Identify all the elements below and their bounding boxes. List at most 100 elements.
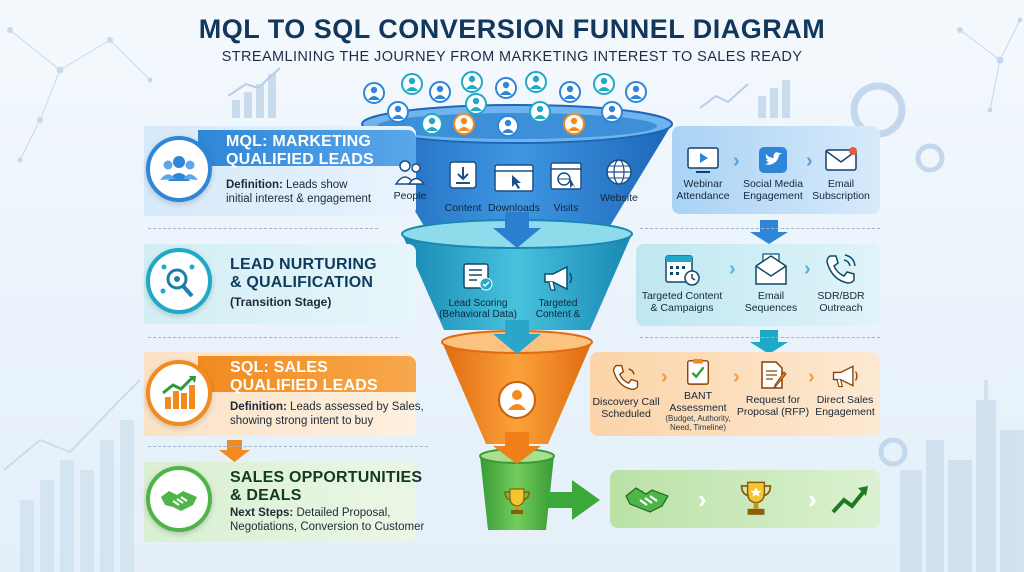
megaphone-icon xyxy=(544,265,573,291)
mql-item-email: Email Subscription xyxy=(808,146,874,202)
handshake-icon xyxy=(161,491,197,511)
separator-1 xyxy=(148,228,378,229)
webinar-screen-icon xyxy=(687,147,719,173)
bant-checklist-icon xyxy=(687,358,709,385)
stage-nurture-title: LEAD NURTURING & QUALIFICATION xyxy=(230,256,377,291)
chevron-right-icon: › xyxy=(806,150,813,172)
lead-avatar-icon xyxy=(401,73,423,95)
mql-item-webinar: Webinar Attendance xyxy=(672,146,734,202)
people-icon xyxy=(394,160,426,185)
panel-down-arrows xyxy=(750,220,788,354)
separator-5 xyxy=(640,337,880,338)
document-pen-icon xyxy=(761,361,787,389)
twitter-bird-icon xyxy=(759,147,787,173)
stage-deals-next-steps: Next Steps: Detailed Proposal, Negotiati… xyxy=(230,507,425,533)
lead-avatar-icon xyxy=(465,93,487,115)
lead-avatars-group xyxy=(363,71,647,137)
lead-avatar-icon xyxy=(525,71,547,93)
sql-item-bant: BANT Assessment (Budget, Authority, Need… xyxy=(664,358,732,432)
email-envelope-icon xyxy=(825,147,857,171)
qualified-lead-icon xyxy=(498,381,536,419)
magnifier-network-icon xyxy=(160,264,195,298)
chevron-right-icon: › xyxy=(808,484,817,514)
globe-icon xyxy=(606,159,632,185)
email-sequence-icon xyxy=(755,253,787,285)
funnel-item-content: Content xyxy=(440,160,486,214)
sql-item-direct-sales: Direct Sales Engagement xyxy=(812,362,878,418)
chevron-right-icon: › xyxy=(698,484,707,514)
phone-call-icon xyxy=(826,254,856,284)
lead-avatar-icon xyxy=(625,81,647,103)
page-title: MQL TO SQL CONVERSION FUNNEL DIAGRAM xyxy=(198,14,826,44)
funnel-item-downloads: Downloads xyxy=(488,164,540,214)
separator-3 xyxy=(148,446,428,447)
stage-mql-badge xyxy=(146,136,212,202)
calendar-clock-icon xyxy=(665,255,700,286)
funnel-item-website: Website xyxy=(596,158,642,204)
stage-nurture-note: (Transition Stage) xyxy=(230,295,332,309)
funnel-flow-arrows xyxy=(493,212,541,464)
phone-ring-icon xyxy=(612,364,639,391)
stage-mql-definition: Definition: Leads show initial interest … xyxy=(226,179,372,205)
lead-avatar-icon xyxy=(429,81,451,103)
nurture-item-sdr-outreach: SDR/BDR Outreach xyxy=(810,252,872,314)
stage-deals-title: SALES OPPORTUNITIES & DEALS xyxy=(230,469,423,504)
growth-bars-decoration xyxy=(3,379,141,572)
deal-flow-arrow xyxy=(546,480,600,520)
lead-avatar-icon xyxy=(421,113,443,135)
right-panel-sql xyxy=(590,352,880,436)
chevron-right-icon: › xyxy=(729,258,736,280)
funnel-item-targeted-content: Targeted Content & xyxy=(526,264,590,320)
network-decoration-right xyxy=(957,17,1023,113)
funnel-item-lead-scoring: Lead Scoring (Behavioral Data) xyxy=(436,262,520,320)
chart-decoration-right xyxy=(699,80,790,118)
stage-down-arrow xyxy=(219,440,250,462)
funnel-item-visits: Visits xyxy=(546,162,586,214)
lead-avatar-icon xyxy=(559,81,581,103)
page-subtitle: STREAMLINING THE JOURNEY FROM MARKETING … xyxy=(221,49,803,65)
lead-avatar-icon xyxy=(529,101,551,123)
chart-decoration-left xyxy=(227,67,281,118)
lead-avatar-icon xyxy=(461,71,483,93)
stage-sql-badge xyxy=(146,360,212,426)
browser-cursor-icon xyxy=(494,164,534,192)
sql-item-rfp: Request for Proposal (RFP) xyxy=(736,360,810,418)
stage-sql-title: SQL: SALES QUALIFIED LEADS xyxy=(230,359,378,394)
lead-avatar-icon xyxy=(601,101,623,123)
stage-mql-title: MQL: MARKETING QUALIFIED LEADS xyxy=(226,133,374,168)
bar-chart-growth-icon xyxy=(162,375,196,409)
lead-avatar-icon xyxy=(363,82,385,104)
funnel-item-people: People xyxy=(386,158,434,202)
browser-visit-icon xyxy=(550,162,582,190)
handshake-icon xyxy=(625,487,669,513)
nurture-item-targeted-content: Targeted Content & Campaigns xyxy=(636,252,728,314)
sql-item-discovery-call: Discovery Call Scheduled xyxy=(590,362,662,420)
content-download-icon xyxy=(449,161,477,189)
scoring-checklist-icon xyxy=(463,263,493,291)
lead-avatar-icon xyxy=(495,77,517,99)
trophy-icon xyxy=(504,488,530,514)
chevron-right-icon: › xyxy=(733,366,740,388)
people-group-icon xyxy=(160,156,198,181)
network-decoration-left xyxy=(7,27,153,163)
stage-deals-badge xyxy=(146,466,212,532)
lead-avatar-icon xyxy=(387,101,409,123)
trophy-icon xyxy=(740,481,772,515)
stage-nurture-badge xyxy=(146,248,212,314)
lead-avatar-icon xyxy=(563,113,585,135)
city-skyline-decoration xyxy=(900,380,1024,572)
nurture-item-email-sequences: Email Sequences xyxy=(738,252,804,314)
lead-avatar-icon xyxy=(497,115,519,137)
separator-2 xyxy=(148,337,398,338)
chevron-right-icon: › xyxy=(808,366,815,388)
chevron-right-icon: › xyxy=(661,366,668,388)
lead-avatar-icon xyxy=(453,113,475,135)
mql-item-social: Social Media Engagement xyxy=(738,146,808,202)
trend-arrow-icon xyxy=(831,486,868,514)
chevron-right-icon: › xyxy=(804,258,811,280)
lead-avatar-icon xyxy=(593,73,615,95)
separator-4 xyxy=(640,228,880,229)
stage-sql-definition: Definition: Leads assessed by Sales, sho… xyxy=(230,401,424,427)
megaphone-sales-icon xyxy=(832,365,858,388)
chevron-right-icon: › xyxy=(733,150,740,172)
